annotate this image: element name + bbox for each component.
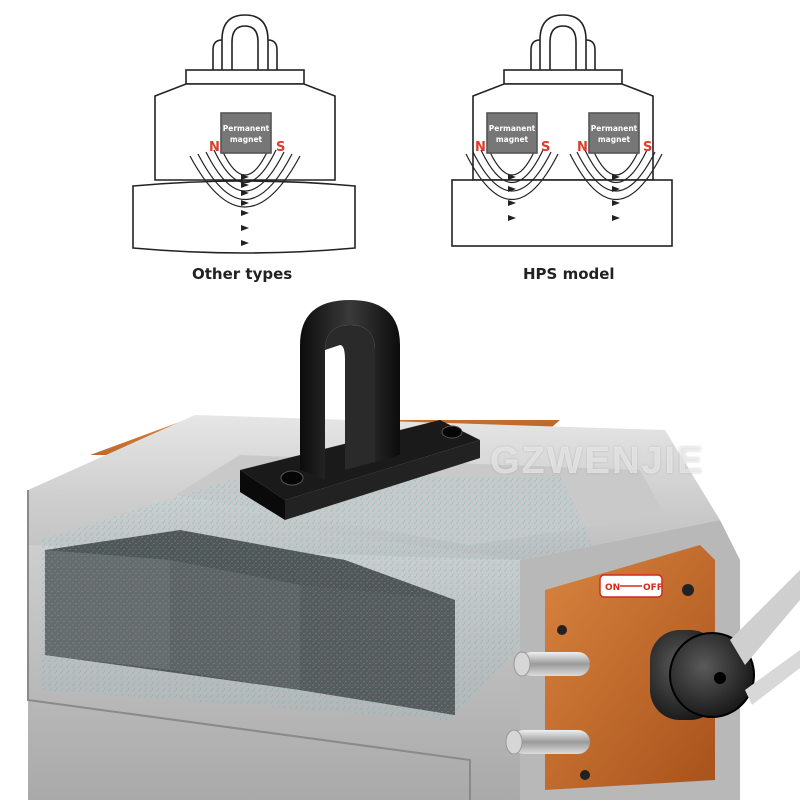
diagram-other-types [132,14,356,254]
pole-s-right-b: S [643,140,652,155]
pole-s-left: S [276,140,285,155]
permanent-magnet [486,112,538,154]
guide-pin [520,652,590,676]
magnet-label-right-a-2: magnet [496,135,529,144]
lifting-ring-icon [539,14,587,72]
release-knob-icon [669,632,755,718]
permanent-magnet [220,112,272,154]
pole-n-right-b: N [577,140,588,155]
caption-other-types: Other types [192,265,293,283]
magnet-label-right-b-2: magnet [598,135,631,144]
lifting-ring-icon [221,14,269,72]
lifting-eye [240,300,480,520]
diagram-hps-model [451,14,673,247]
permanent-magnet [588,112,640,154]
pole-n-right-a: N [475,140,486,155]
magnet-label-right-b-1: Permanent [591,124,638,133]
switch-off-text: OFF [643,583,663,593]
pole-n-left: N [209,140,220,155]
magnet-label-left-2: magnet [230,135,263,144]
magnet-label-left-1: Permanent [223,124,270,133]
guide-pin [512,730,590,754]
lifting-magnet-render: ON OFF [27,300,800,800]
pole-s-right-a: S [541,140,550,155]
watermark: GZWENJIE [490,440,705,482]
magnet-label-right-a-1: Permanent [489,124,536,133]
caption-hps-model: HPS model [523,265,615,283]
switch-on-text: ON [605,583,620,593]
